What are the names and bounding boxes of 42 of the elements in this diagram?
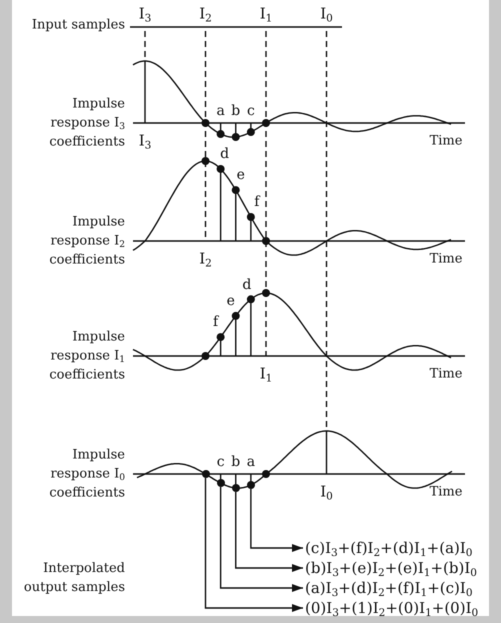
column-label: I$_{2}$ <box>199 5 212 23</box>
point-label: d <box>242 277 252 294</box>
row-label: Interpolated output samples <box>22 560 125 597</box>
arrow <box>235 492 303 572</box>
panel-label: Impulse response I$_{1}$ coefficients <box>48 328 125 384</box>
point-label: e <box>236 167 245 184</box>
sample-dot-icon <box>232 484 240 492</box>
output-formula: (0)I$_{3}$+(1)I$_{2}$+(0)I$_{1}$+(0)I$_{0}$ <box>305 598 478 618</box>
row-label: Input samples <box>32 18 125 34</box>
axis-label: Time <box>430 368 462 382</box>
axis-label: Time <box>430 486 462 500</box>
sample-dot-icon <box>216 479 225 488</box>
point-label: b <box>231 102 240 120</box>
point-label: c <box>216 454 225 470</box>
point-label: f <box>213 314 218 330</box>
arrow <box>204 478 303 612</box>
point-label: a <box>216 102 225 120</box>
arrow <box>220 487 303 592</box>
output-formula: (a)I$_{3}$+(d)I$_{2}$+(f)I$_{1}$+(c)I$_{0}$ <box>305 578 472 598</box>
panel-label: Impulse response I$_{2}$ coefficients <box>48 214 125 270</box>
tick-label: I$_{1}$ <box>260 365 272 383</box>
sample-dot-icon <box>202 470 210 478</box>
output-formula: (c)I$_{3}$+(f)I$_{2}$+(d)I$_{1}$+(a)I$_{0}$ <box>305 538 472 558</box>
point-label: f <box>254 194 260 210</box>
point-label: c <box>246 102 255 120</box>
output-formula: (b)I$_{3}$+(e)I$_{2}$+(e)I$_{1}$+(b)I$_{0}$ <box>305 558 477 578</box>
column-label: I$_{0}$ <box>320 5 333 23</box>
column-label: I$_{1}$ <box>260 5 272 23</box>
tick-label: I$_{2}$ <box>199 250 212 268</box>
point-label: a <box>246 454 256 470</box>
panel-label: Impulse response I$_{0}$ coefficients <box>48 446 125 502</box>
arrow <box>250 489 303 552</box>
tick-label: I$_{0}$ <box>320 483 333 501</box>
point-label: b <box>231 454 240 470</box>
panel-label: Impulse response I$_{3}$ coefficients <box>48 96 125 152</box>
axis-label: Time <box>430 252 462 268</box>
column-label: I$_{3}$ <box>138 5 152 23</box>
sample-dot-icon <box>246 481 255 490</box>
point-label: d <box>220 146 230 162</box>
axis-label: Time <box>430 134 462 150</box>
tick-label: I$_{3}$ <box>138 132 152 150</box>
point-label: e <box>226 292 235 309</box>
